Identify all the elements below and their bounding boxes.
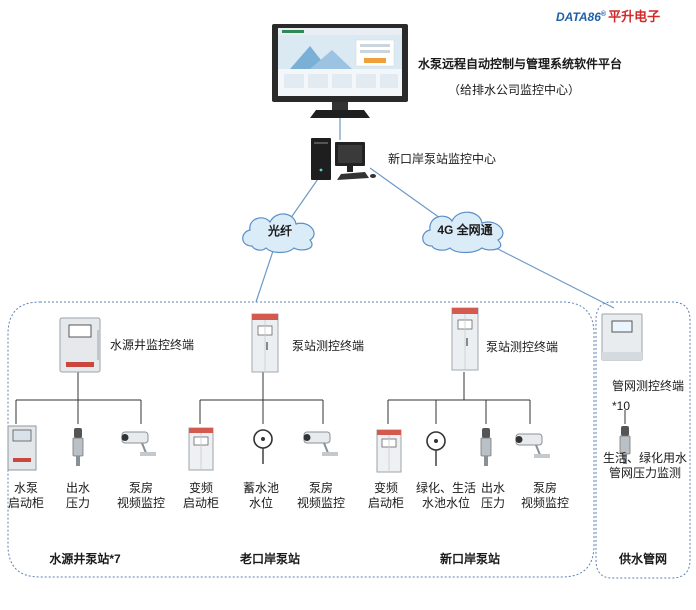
wellhead-terminal-icon [59,317,101,373]
station-1-device-2-label: 出水 压力 [65,481,90,510]
pipe-network-device-label: 生活、绿化用水 管网压力监测 [602,451,687,480]
level-sensor-icon [426,431,446,466]
station-2-device-3-label: 泵房 视频监控 [296,481,345,510]
fiber-cloud-icon [242,213,315,254]
network-4g-label: 4G 全网通 [437,223,493,237]
fiber-label: 光纤 [267,224,292,238]
camera-icon [303,431,338,456]
level-sensor-icon [253,429,273,464]
pipe-network-count: *10 [612,399,631,413]
pressure-sensor-icon [619,426,631,464]
station-1-device-3-label: 泵房 视频监控 [116,481,165,510]
platform-title: 水泵远程自动控制与管理系统软件平台 [418,57,623,71]
station-3-name: 新口岸泵站 [439,552,500,566]
station-2-name: 老口岸泵站 [239,552,300,566]
brand-logo: DATA86®平升电子 [556,9,661,24]
station-3-device-1-label: 变频 启动柜 [367,481,404,510]
station-3-terminal-icon [451,307,479,371]
station-1-terminal-label: 水源井监控终端 [110,338,195,352]
platform-monitor-icon [272,24,408,118]
pipe-network-terminal-icon [601,313,643,361]
station-3-device-4-label: 泵房 视频监控 [520,481,569,510]
control-cabinet-icon [7,425,37,471]
station-3-tree [387,372,531,424]
station-3-terminal-label: 泵站测控终端 [486,340,559,354]
platform-subtitle: （给排水公司监控中心） [448,83,581,97]
camera-icon [121,431,156,456]
pipe-network-name: 供水管网 [618,552,667,566]
network-4g-cloud-icon [422,211,504,254]
station-1-device-1-label: 水泵 启动柜 [7,481,44,510]
pipe-network-terminal-label: 管网测控终端 [612,379,685,393]
station-2-terminal-label: 泵站测控终端 [292,339,365,353]
pressure-sensor-icon [480,428,492,466]
pipe-network-group-border [595,301,691,579]
camera-icon [515,433,550,458]
station-2-terminal-icon [251,313,279,373]
monitoring-center-label: 新口岸泵站监控中心 [388,152,497,166]
computer-icon [311,138,376,180]
station-2-tree [199,372,324,424]
station-1-name: 水源井泵站*7 [49,552,121,566]
station-3-device-2-label: 绿化、生活 水池水位 [415,481,476,510]
station-1-tree [15,372,142,424]
pressure-sensor-icon [72,428,84,466]
station-3-device-3-label: 出水 压力 [480,481,505,510]
vfd-cabinet-icon [376,429,402,473]
station-2-device-2-label: 蓄水池 水位 [242,481,279,510]
station-group-border [7,301,595,578]
station-2-device-1-label: 变频 启动柜 [182,481,219,510]
vfd-cabinet-icon [188,427,214,471]
